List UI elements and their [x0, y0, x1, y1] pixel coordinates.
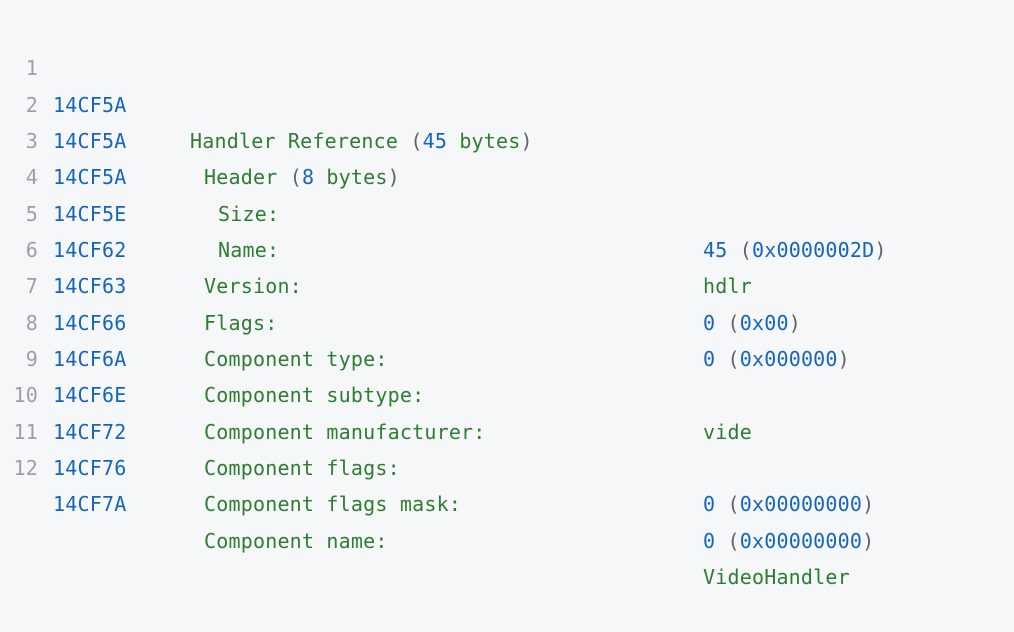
field-value: 0 (0x00000000) [703, 486, 874, 522]
hex-value: 0x00000000 [739, 528, 863, 553]
line-number: 4 [25, 165, 38, 190]
field-label: Component flags mask: [204, 492, 462, 517]
line-number: 12 [13, 456, 38, 481]
field-value: 0 (0x00000000) [703, 523, 874, 559]
paren-close: ) [862, 528, 875, 553]
paren-open: ( [289, 165, 302, 190]
field-value: VideoHandler [703, 565, 850, 590]
decimal-value: 0 [703, 310, 716, 335]
paren-open: ( [727, 238, 752, 263]
paren-close: ) [837, 347, 850, 372]
offset-address: 14CF6E [53, 383, 127, 408]
code-line: 5 14CF62 Version: 0 (0x00) [0, 159, 1014, 335]
decimal-value: 0 [703, 528, 716, 553]
field-label: Name: [218, 238, 280, 263]
paren-close: ) [520, 129, 533, 154]
field-label: Size: [218, 201, 280, 226]
paren-open: ( [715, 310, 740, 335]
decimal-value: 0 [703, 347, 716, 372]
field-label: Component subtype: [204, 383, 425, 408]
offset-address: 14CF6A [53, 347, 127, 372]
field-label: Flags: [204, 310, 278, 335]
code-line: 12 14CF7A Component name: VideoHandler [0, 414, 1014, 589]
field-value: hdlr [703, 274, 752, 299]
offset-address: 14CF62 [53, 238, 127, 263]
field-value: 0 (0x00) [703, 305, 801, 341]
hex-value: 0x000000 [739, 347, 838, 372]
section-label: Header (8 bytes) [204, 159, 400, 195]
line-number: 9 [25, 347, 38, 372]
hex-structure-view: 1 14CF5A Handler Reference (45 bytes) 2 … [0, 14, 1014, 589]
line-number: 3 [25, 129, 38, 154]
decimal-value: 45 [703, 238, 728, 263]
offset-address: 14CF76 [53, 456, 127, 481]
paren-close: ) [788, 310, 801, 335]
line-number: 1 [25, 56, 38, 81]
hex-value: 0x0000002D [751, 238, 875, 263]
field-label: Version: [204, 274, 302, 299]
line-number: 6 [25, 238, 38, 263]
paren-open: ( [715, 492, 740, 517]
field-value: vide [703, 419, 752, 444]
offset-address: 14CF5A [53, 92, 127, 117]
field-value: 0 (0x000000) [703, 341, 850, 377]
code-line: 4 14CF5E Name: hdlr [0, 123, 1014, 298]
line-number: 5 [25, 201, 38, 226]
section-label: Handler Reference (45 bytes) [190, 123, 533, 159]
offset-address: 14CF5E [53, 201, 127, 226]
code-line: 10 14CF72 Component flags: 0 (0x00000000… [0, 341, 1014, 516]
offset-address: 14CF5A [53, 165, 127, 190]
paren-open: ( [715, 347, 740, 372]
line-number: 10 [13, 383, 38, 408]
line-number: 7 [25, 274, 38, 299]
decimal-value: 0 [703, 492, 716, 517]
code-line: 6 14CF63 Flags: 0 (0x000000) [0, 196, 1014, 371]
field-label: Component type: [204, 347, 388, 372]
hex-value: 0x00 [739, 310, 789, 335]
offset-address: 14CF63 [53, 274, 127, 299]
section-title: Header [204, 165, 290, 190]
paren-close: ) [874, 238, 887, 263]
field-value: 45 (0x0000002D) [703, 232, 887, 268]
field-label: Component flags: [204, 456, 400, 481]
field-label: Component name: [204, 528, 388, 553]
offset-address: 14CF72 [53, 419, 127, 444]
code-line: 11 14CF76 Component flags mask: 0 (0x000… [0, 377, 1014, 553]
line-number: 2 [25, 92, 38, 117]
code-line: 9 14CF6E Component manufacturer: [0, 305, 1014, 444]
byte-unit: bytes [447, 129, 521, 154]
code-line: 2 14CF5A Header (8 bytes) [0, 50, 1014, 190]
paren-open: ( [715, 528, 740, 553]
offset-address: 14CF66 [53, 310, 127, 335]
code-line: 7 14CF66 Component type: [0, 232, 1014, 371]
paren-close: ) [862, 492, 875, 517]
paren-open: ( [410, 129, 423, 154]
field-label: Component manufacturer: [204, 419, 486, 444]
code-line: 1 14CF5A Handler Reference (45 bytes) [0, 14, 1014, 153]
byte-unit: bytes [314, 165, 388, 190]
code-line: 8 14CF6A Component subtype: vide [0, 268, 1014, 444]
code-line: 3 14CF5A Size: 45 (0x0000002D) [0, 87, 1014, 262]
line-number: 8 [25, 310, 38, 335]
offset-address: 14CF5A [53, 129, 127, 154]
byte-count: 8 [301, 165, 315, 190]
hex-value: 0x00000000 [739, 492, 863, 517]
section-title: Handler Reference [190, 129, 411, 154]
byte-count: 45 [422, 129, 448, 154]
offset-address: 14CF7A [53, 492, 127, 517]
line-number: 11 [13, 419, 38, 444]
paren-close: ) [387, 165, 400, 190]
